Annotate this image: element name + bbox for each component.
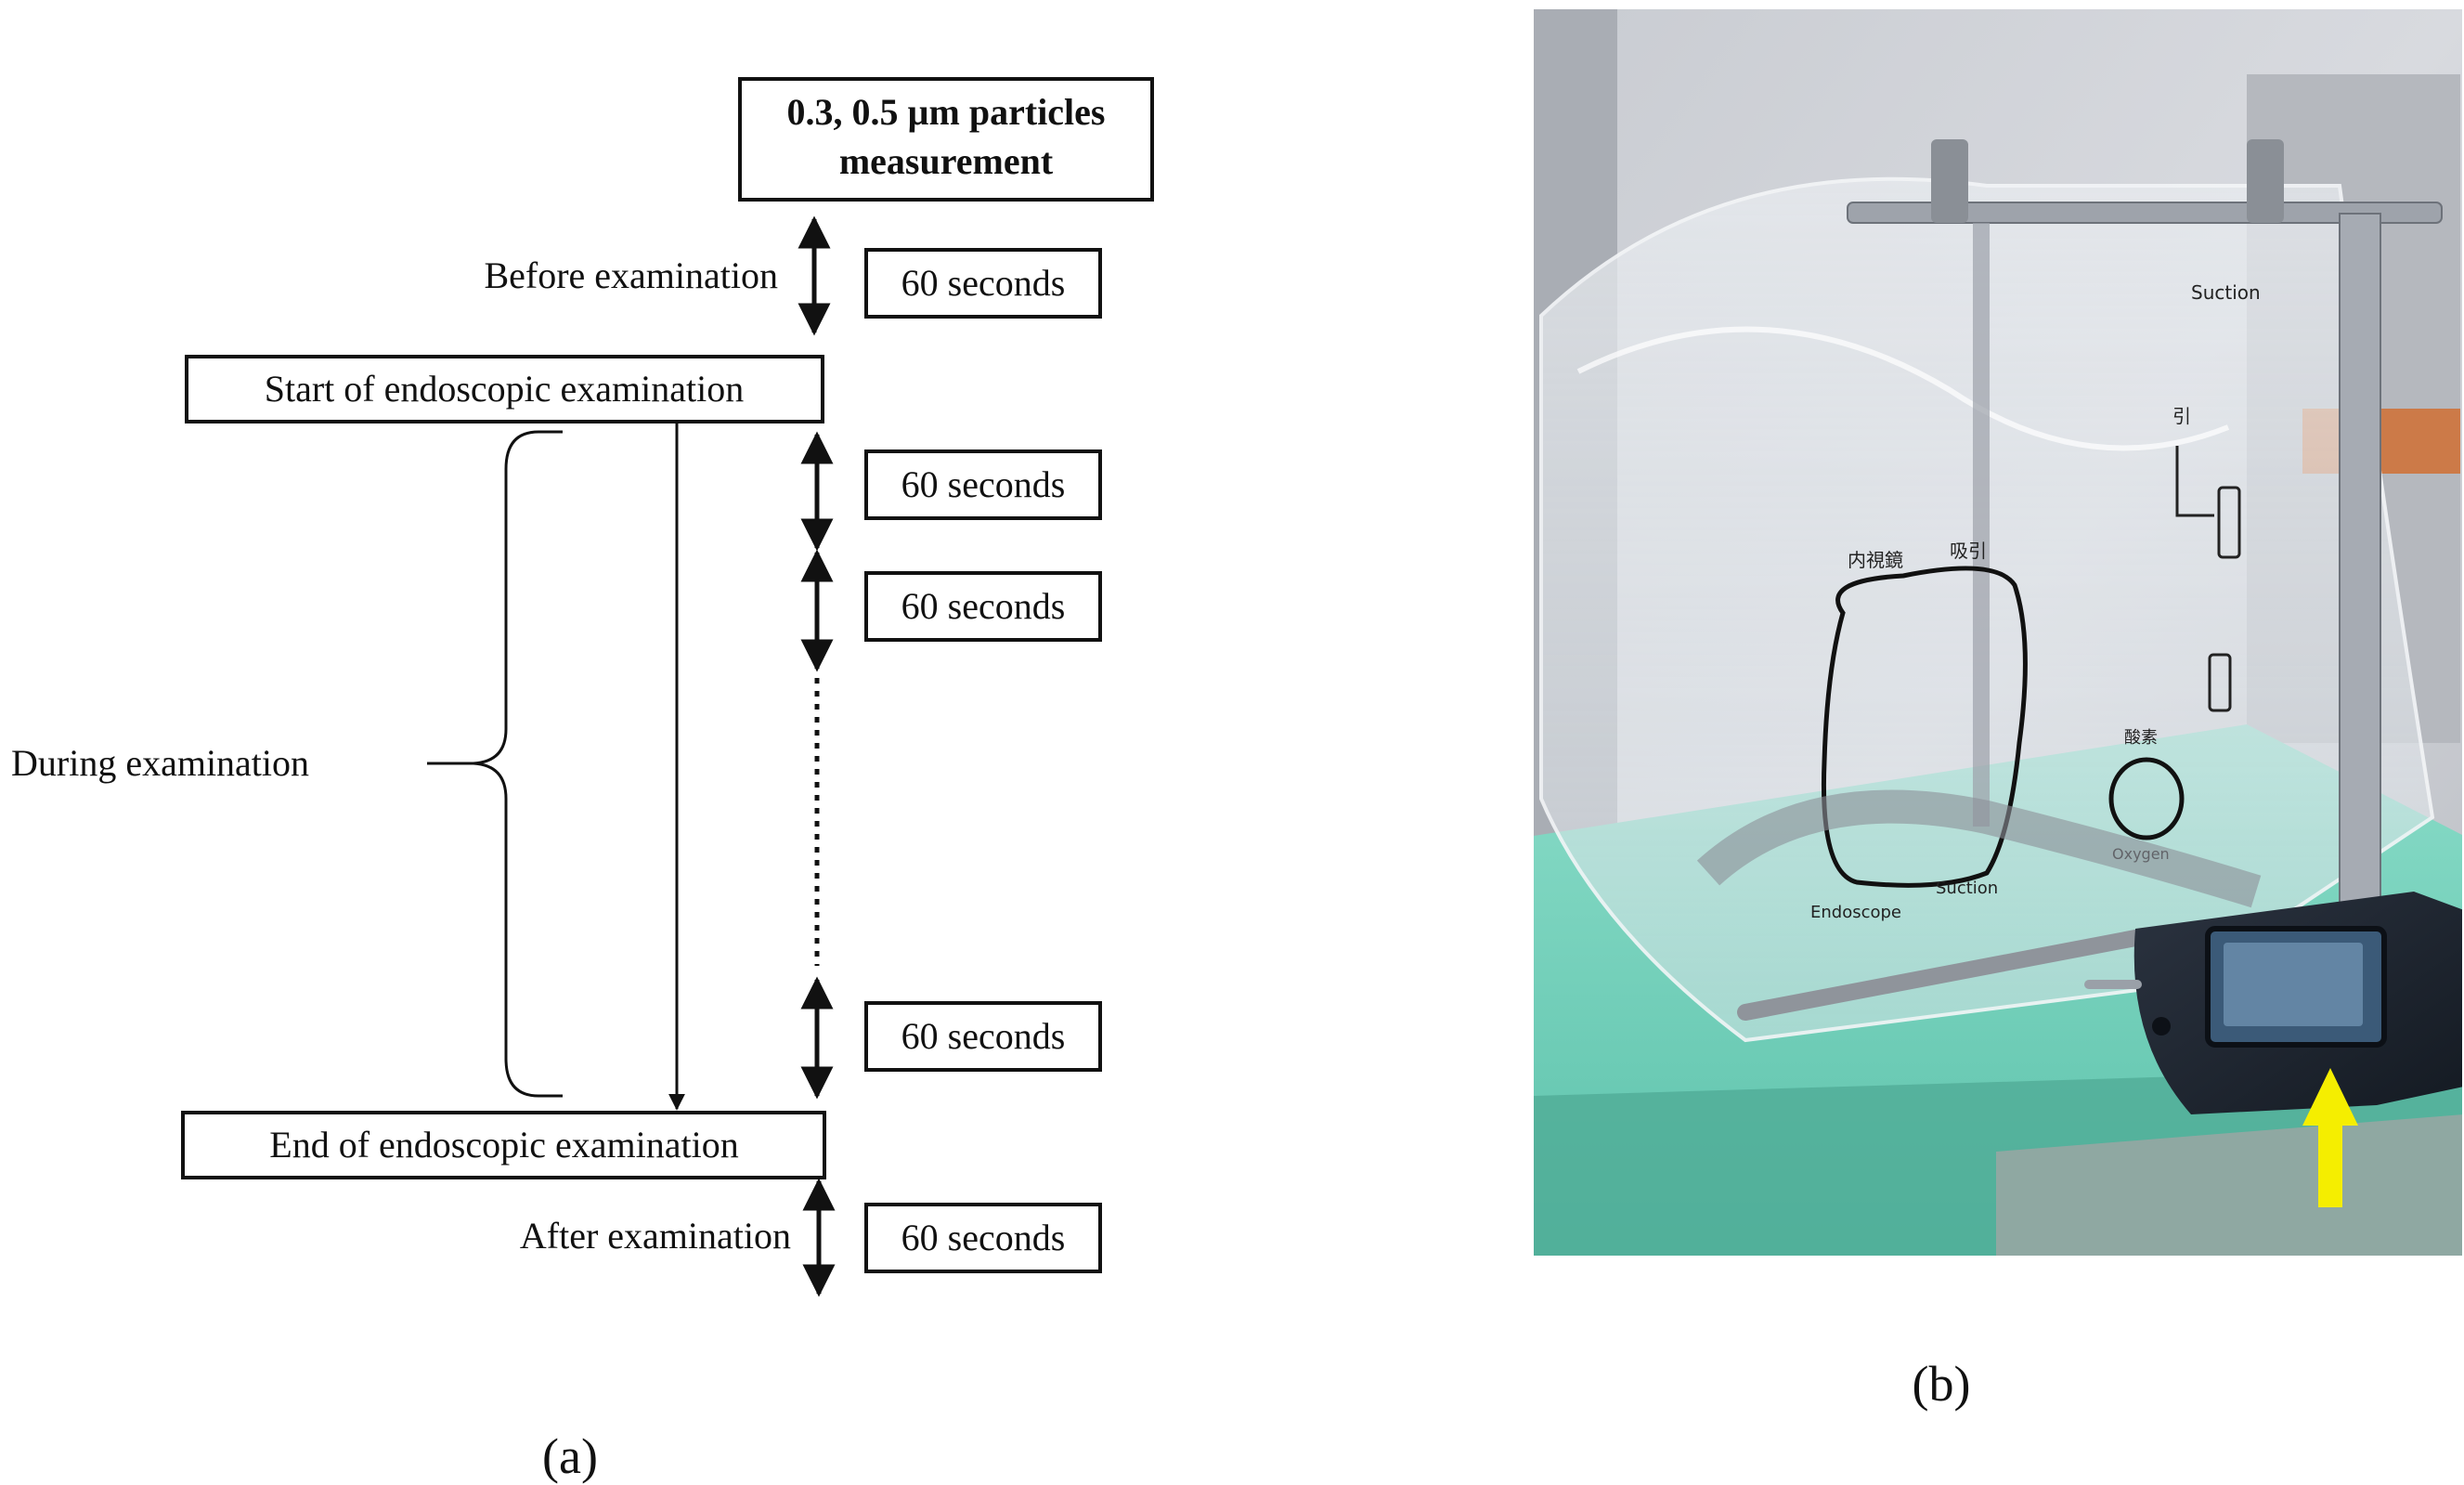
caption-a: (a) xyxy=(542,1428,598,1484)
device-screen-glare xyxy=(2224,943,2363,1026)
frame-pole xyxy=(2339,213,2381,920)
interval-box-before xyxy=(864,248,1102,319)
oxygen-port-outline xyxy=(2108,757,2185,840)
measurement-title-line2: measurement xyxy=(839,140,1054,182)
measurement-title-line1: 0.3, 0.5 µm particles xyxy=(787,91,1106,133)
phase-during-label: During examination xyxy=(11,742,309,784)
interval-label-before: 60 seconds xyxy=(901,262,1066,304)
pull-jp-label: 引 xyxy=(2172,405,2191,427)
particle-counter-device xyxy=(2084,892,2462,1114)
start-examination-label: Start of endoscopic examination xyxy=(265,368,745,410)
metal-rod xyxy=(1737,930,2144,1021)
bed-edge xyxy=(1996,1114,2462,1256)
suction-diagram-arrow xyxy=(2175,446,2214,517)
bag-highlight xyxy=(1576,326,2230,451)
suction-bottle-icon xyxy=(2217,486,2241,559)
caption-b: (b) xyxy=(1913,1356,1971,1412)
interval-label-after: 60 seconds xyxy=(901,1217,1066,1258)
clip-left xyxy=(1931,139,1968,223)
interval-box-during-1 xyxy=(864,449,1102,520)
phase-before-label: Before examination xyxy=(484,254,778,296)
panel-b-photo: 内視鏡 吸引 Endoscope Suction 酸素 Oxygen Sucti… xyxy=(1534,9,2462,1412)
suction-top-label: Suction xyxy=(2191,281,2261,304)
end-examination-box xyxy=(181,1111,826,1179)
endoscope-jp-label: 内視鏡 xyxy=(1848,549,1903,571)
oxygen-bottle-icon xyxy=(2208,653,2232,712)
suction-en-label: Suction xyxy=(1936,879,1998,898)
suction-jp-label: 吸引 xyxy=(1950,540,1987,562)
interval-label-during-3: 60 seconds xyxy=(901,1015,1066,1057)
frame-inner-pole xyxy=(1973,223,1990,827)
phase-after-label: After examination xyxy=(520,1215,791,1257)
device-button xyxy=(2152,1017,2171,1036)
interval-label-during-2: 60 seconds xyxy=(901,585,1066,627)
panel-a-flowchart: 0.3, 0.5 µm particles measurement Before… xyxy=(11,77,1154,1484)
start-examination-box xyxy=(185,355,824,423)
interval-box-during-2 xyxy=(864,571,1102,642)
frame-top-bar xyxy=(1847,202,2443,224)
oxygen-jp-label: 酸素 xyxy=(2124,728,2158,748)
measurement-box xyxy=(738,77,1154,202)
interval-box-during-3 xyxy=(864,1001,1102,1072)
end-examination-label: End of endoscopic examination xyxy=(269,1124,738,1166)
interval-label-during-1: 60 seconds xyxy=(901,463,1066,505)
yellow-arrow-icon xyxy=(2302,1068,2358,1207)
during-brace xyxy=(473,430,563,1098)
endoscope-en-label: Endoscope xyxy=(1810,903,1901,922)
interval-box-after xyxy=(864,1203,1102,1273)
clip-right xyxy=(2247,139,2284,223)
endoscope-tube-shadow xyxy=(1696,789,2262,908)
